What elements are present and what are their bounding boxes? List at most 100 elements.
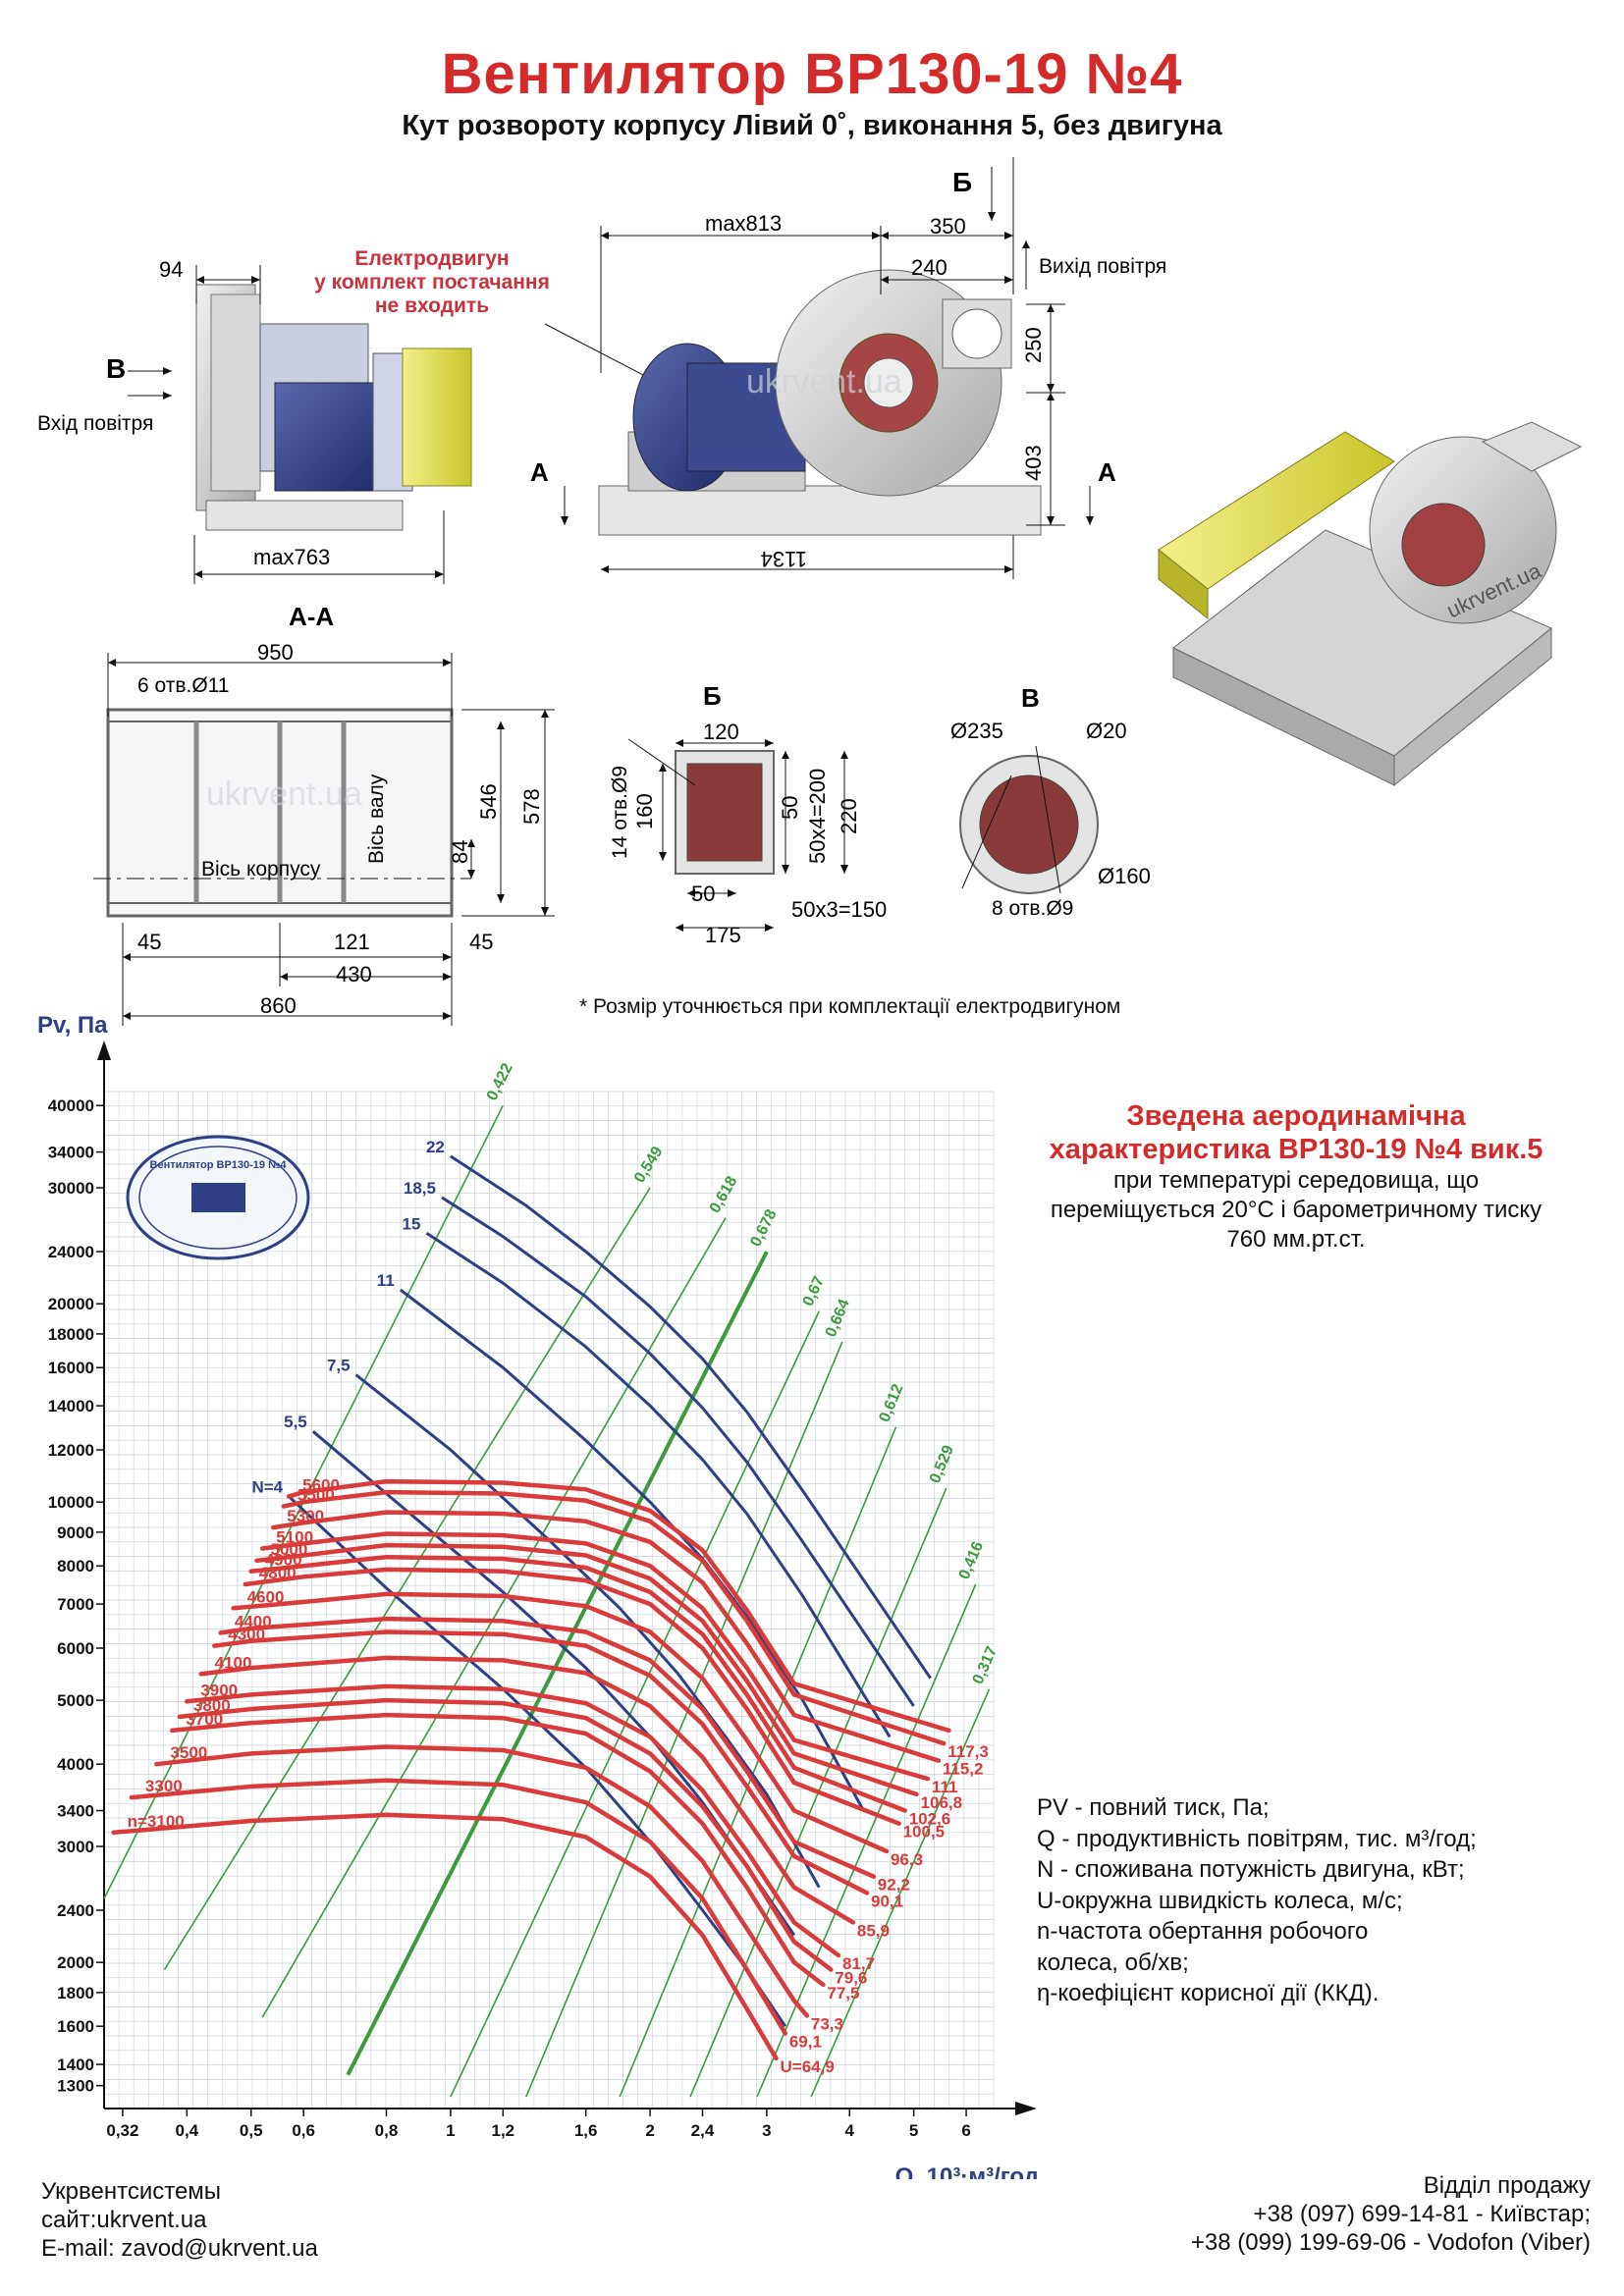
efficiency-line — [346, 1251, 769, 2076]
speed-u-label: 77,5 — [827, 1984, 859, 2002]
speed-u-label: 69,1 — [789, 2033, 822, 2052]
inlet-v-title: В — [1021, 683, 1040, 713]
efficiency-line — [261, 1217, 727, 2018]
power-curve — [450, 1154, 932, 1680]
sales-phone-2[interactable]: +38 (099) 199-69-06 - Vodofon (Viber) — [1190, 2229, 1591, 2256]
power-curve — [354, 1373, 821, 1889]
speed-curve-label: 5100 — [276, 1528, 313, 1547]
fan-3d-render: ukrvent.ua — [1158, 421, 1583, 787]
efficiency-label: 0,416 — [956, 1539, 987, 1582]
y-tick-label: 24000 — [48, 1243, 94, 1261]
sales-phone-1[interactable]: +38 (097) 699-14-81 - Київстар; — [1253, 2201, 1591, 2227]
y-tick-label: 16000 — [48, 1359, 94, 1377]
dim-84: 84 — [448, 840, 472, 864]
x-tick-label: 3 — [762, 2121, 771, 2140]
speed-u-label: 96,3 — [891, 1850, 923, 1869]
power-curve-label: 7,5 — [327, 1357, 351, 1375]
speed-u-label: 115,2 — [943, 1760, 984, 1779]
dim-578: 578 — [519, 788, 544, 825]
dim-350: 350 — [930, 214, 966, 239]
aerodynamic-chart: 1300140016001800200024003000340040005000… — [37, 1012, 1039, 2179]
speed-u-label: 81,7 — [842, 1954, 875, 1973]
dim-860: 860 — [260, 993, 297, 1018]
x-tick-label: 2 — [645, 2121, 654, 2140]
body-axis-label: Вісь корпусу — [201, 858, 321, 881]
x-tick-label: 6 — [961, 2121, 970, 2140]
y-tick-label: 1600 — [57, 2017, 94, 2036]
y-tick-label: 40000 — [48, 1096, 94, 1115]
dim-50-vertical: 50 — [778, 796, 802, 820]
dim-240: 240 — [911, 255, 947, 280]
y-tick-label: 30000 — [48, 1179, 94, 1198]
efficiency-label: 0,317 — [970, 1644, 1001, 1687]
company-name: Укрвентсистемы — [41, 2178, 222, 2205]
x-tick-label: 1,2 — [492, 2121, 515, 2140]
y-tick-label: 14000 — [48, 1397, 94, 1415]
dim-175: 175 — [705, 923, 741, 947]
company-site[interactable]: сайт:ukrvent.ua — [41, 2207, 207, 2233]
technical-drawing: max763 94 В Вхід повітря Електродвигун у… — [37, 157, 1583, 1026]
speed-curve-label: 4400 — [235, 1612, 272, 1630]
holes-6: 6 отв.Ø11 — [137, 674, 229, 697]
speed-u-label: 92,2 — [878, 1876, 910, 1895]
dim-121: 121 — [334, 930, 370, 954]
speed-u-label: 79,6 — [835, 1969, 867, 1988]
y-tick-label: 4000 — [57, 1755, 94, 1774]
efficiency-line — [810, 1688, 991, 2098]
y-tick-label: 2000 — [57, 1953, 94, 1972]
y-tick-label: 9000 — [57, 1523, 94, 1542]
legend-eta: η-коефіцієнт корисної дії (ККД). — [1037, 1980, 1380, 2006]
efficiency-line — [163, 1187, 651, 1970]
speed-curve — [254, 1542, 919, 1797]
x-tick-label: 0,4 — [176, 2121, 199, 2140]
speed-curve — [281, 1489, 947, 1746]
y-tick-label: 18000 — [48, 1325, 94, 1344]
dim-50x3: 50x3=150 — [791, 897, 887, 922]
holes-8: 8 отв.Ø9 — [992, 897, 1073, 920]
y-tick-label: 2400 — [57, 1901, 94, 1920]
speed-curve — [212, 1629, 870, 1896]
shaft-axis-label: Вісь валу — [365, 774, 388, 864]
side-view: max763 94 В Вхід повітря — [37, 257, 472, 584]
y-tick-label: 34000 — [48, 1144, 94, 1162]
y-axis-arrow — [97, 1041, 111, 1060]
efficiency-label: 0,422 — [484, 1061, 516, 1103]
speed-curve — [248, 1554, 907, 1813]
legend-n: N - споживана потужність двигуна, кВт; — [1037, 1856, 1465, 1883]
speed-u-label: 111 — [932, 1778, 958, 1796]
speed-curve-label: n=3100 — [128, 1812, 185, 1831]
chart-caption: Зведена аеродинамічна характеристика ВР1… — [982, 1099, 1610, 1255]
power-curve-label: 18,5 — [404, 1179, 436, 1198]
dim-250: 250 — [1021, 327, 1046, 363]
dim-220: 220 — [837, 798, 861, 834]
y-tick-label: 20000 — [48, 1295, 94, 1313]
y-tick-label: 8000 — [57, 1557, 94, 1575]
dim-1134: 1134 — [761, 547, 807, 571]
dim-45-right: 45 — [469, 930, 493, 954]
legend-n-rpm-2: колеса, об/хв; — [1037, 1949, 1189, 1976]
section-aa-title: А-А — [289, 602, 334, 631]
legend-u: U-окружна швидкість колеса, м/с; — [1037, 1887, 1403, 1914]
dim-403: 403 — [1021, 445, 1046, 481]
y-tick-label: 6000 — [57, 1639, 94, 1658]
dim-d235: Ø235 — [950, 719, 1003, 743]
speed-curve — [218, 1616, 877, 1879]
dim-50x4: 50x4=200 — [805, 769, 830, 864]
y-tick-label: 1300 — [57, 2077, 94, 2096]
speed-curve — [198, 1655, 856, 1925]
company-email[interactable]: E-mail: zavod@ukrvent.ua — [41, 2235, 318, 2262]
chart-legend: PV - повний тиск, Па; Q - продуктивність… — [1037, 1792, 1477, 2009]
x-tick-label: 2,4 — [691, 2121, 715, 2140]
speed-curve — [271, 1510, 942, 1763]
y-tick-label: 5000 — [57, 1691, 94, 1710]
speed-u-label: 73,3 — [811, 2014, 843, 2033]
speed-u-label: 90,1 — [871, 1892, 903, 1910]
chart-caption-title-1: Зведена аеродинамічна — [1126, 1100, 1466, 1132]
x-tick-label: 4 — [844, 2121, 854, 2140]
efficiency-label: 0,678 — [747, 1206, 780, 1249]
speed-curve — [154, 1744, 810, 2018]
svg-text:ukrvent.ua: ukrvent.ua — [206, 775, 362, 813]
legend-n-rpm-1: n-частота обертання робочого — [1037, 1918, 1369, 1945]
power-curve-label: 5,5 — [284, 1413, 307, 1431]
inlet-detail-v: В Ø235 Ø20 Ø160 8 отв.Ø9 — [950, 683, 1151, 920]
